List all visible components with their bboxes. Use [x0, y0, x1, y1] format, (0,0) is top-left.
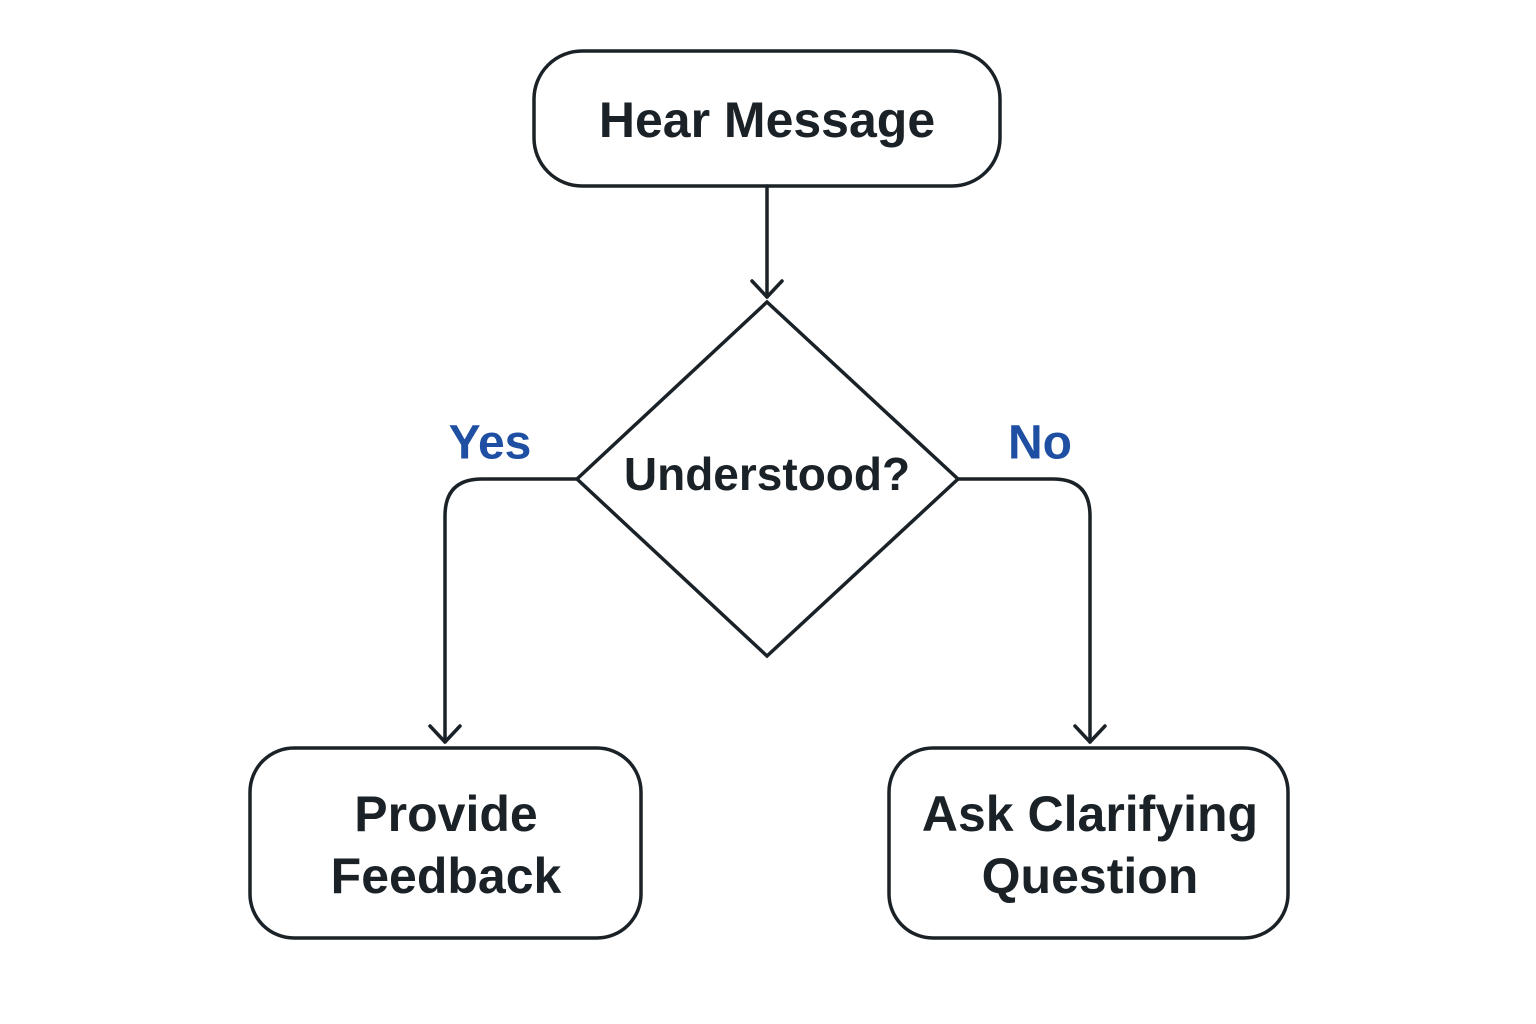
- branch-label-yes: Yes: [449, 417, 532, 470]
- decision-node: Understood?: [574, 299, 961, 659]
- no-outcome-label-line2: Question: [982, 848, 1199, 904]
- arrowhead-down-icon: [428, 724, 462, 744]
- no-outcome-label-line1: Ask Clarifying: [922, 786, 1258, 842]
- connector-no-branch: [956, 477, 1107, 744]
- yes-outcome-node: Provide Feedback: [248, 746, 643, 940]
- arrowhead-down-icon: [750, 279, 784, 299]
- connector-start-to-decision: [750, 184, 784, 299]
- arrowhead-down-icon: [1073, 724, 1107, 744]
- start-node-label: Hear Message: [599, 92, 935, 148]
- no-outcome-node: Ask Clarifying Question: [887, 746, 1290, 940]
- yes-outcome-label-line1: Provide: [354, 786, 537, 842]
- start-node: Hear Message: [532, 49, 1002, 188]
- connector-yes-branch: [428, 477, 579, 744]
- branch-label-no: No: [1008, 417, 1072, 470]
- decision-node-label: Understood?: [624, 448, 910, 500]
- yes-outcome-label-line2: Feedback: [331, 848, 562, 904]
